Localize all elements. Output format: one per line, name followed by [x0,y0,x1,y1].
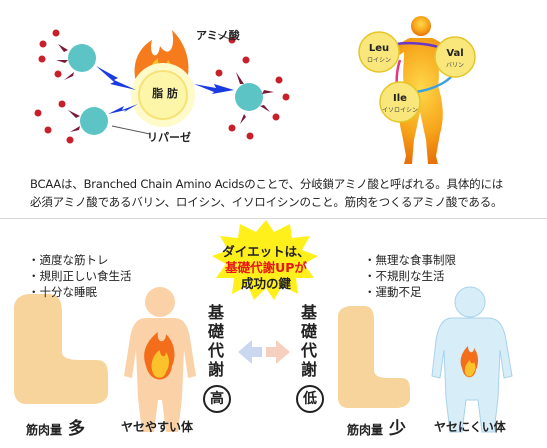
burst-badge [212,220,318,300]
ile-jp: イソロイシン [382,107,418,114]
lightning-icon [96,66,234,114]
list-item: ・不規則な生活 [364,269,445,283]
level-low-badge: 低 [296,385,324,413]
val-jp: バリン [446,62,464,69]
amino-acid-dots [34,29,290,144]
body-figure-right [431,286,513,433]
list-item: ・規則正しい食生活 [28,269,132,283]
burst-line-2: 基礎代謝UPが [225,260,307,275]
muscle-caption-left: 筋肉量多 [26,419,86,439]
description-line-2: 必須アミノ酸であるバリン、ロイシン、イソロイシンのこと。筋肉をつくるアミノ酸であ… [30,195,503,209]
leu-name: Leu [369,43,389,54]
metabolism-label-right: 基 礎 代 謝 [300,303,317,379]
amino-acid-label: アミノ酸 [196,29,240,42]
level-high-badge: 高 [203,385,231,413]
body-caption-left: ヤセやすい体 [121,420,194,434]
list-item: ・十分な睡眠 [28,285,97,299]
muscle-arm-left [14,294,108,404]
metabolism-label-left: 基 礎 代 謝 [207,303,224,379]
list-item: ・運動不足 [364,285,422,299]
muscle-arm-right [338,306,410,408]
section-divider [0,218,547,219]
list-item: ・適度な筋トレ [28,253,109,267]
fat-label: 脂 肪 [152,87,178,100]
arrow-icons [56,44,274,132]
right-bullet-list: ・無理な食事制限 ・不規則な生活 ・運動不足 [364,252,456,300]
body-caption-right: ヤセにくい体 [434,420,506,434]
body-figure-left [124,287,196,432]
woman-silhouette [378,16,464,164]
burst-line-3: 成功の鍵 [240,276,291,291]
bottom-illustration [14,220,513,433]
lipase-cell [68,44,96,72]
ile-badge: Ile イソロイシン [379,81,421,123]
muscle-caption-right: 筋肉量少 [347,419,407,439]
top-illustration: Leu ロイシン Val バリン Ile イソロイシン [34,16,476,164]
left-bullet-list: ・適度な筋トレ ・規則正しい食生活 ・十分な睡眠 [28,252,132,300]
lipase-cell [235,83,263,111]
leu-badge: Leu ロイシン [358,31,400,73]
lipase-label: リパーゼ [147,131,191,144]
double-arrow-icon [238,340,290,364]
val-name: Val [446,48,463,59]
burst-line-1: ダイエットは、 [222,244,310,259]
lipase-cell [80,107,108,135]
list-item: ・無理な食事制限 [364,253,456,267]
ile-name: Ile [393,93,407,104]
description-line-1: BCAAは、Branched Chain Amino Acidsのことで、分岐鎖… [30,177,504,191]
fat-cell [138,70,188,120]
leu-jp: ロイシン [367,57,391,64]
val-badge: Val バリン [434,36,476,78]
